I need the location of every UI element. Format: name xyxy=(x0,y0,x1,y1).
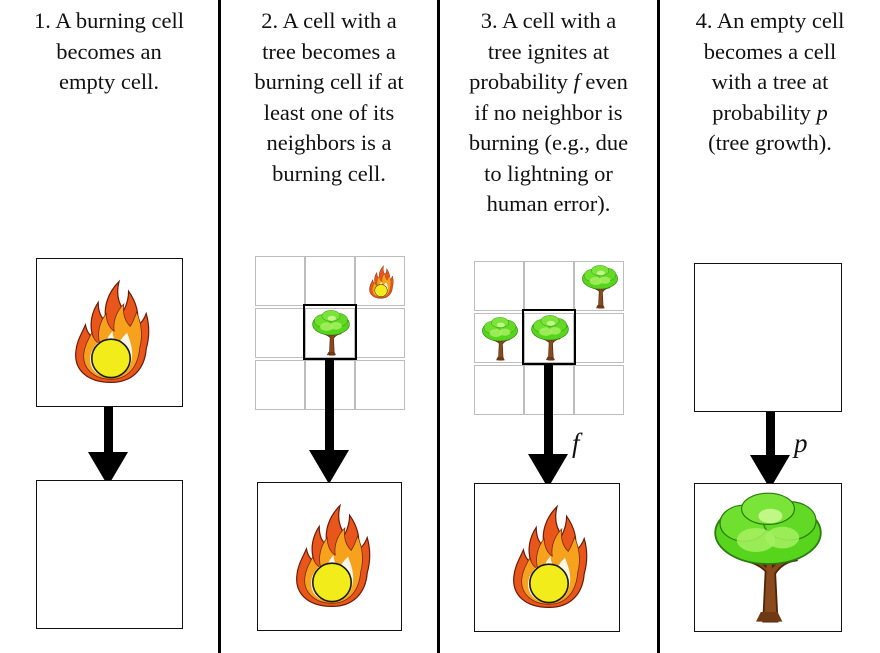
grid-cell xyxy=(305,256,355,306)
variable-f: f xyxy=(573,69,580,94)
rule-3-text: 3. A cell with a tree ignites at probabi… xyxy=(440,6,657,220)
arrow-shaft xyxy=(104,407,113,457)
rule-2-line: least one of its xyxy=(263,99,395,125)
rule-column-3: 3. A cell with a tree ignites at probabi… xyxy=(440,0,657,653)
rule-4-line: becomes a cell xyxy=(703,38,837,64)
rule-3-line: human error). xyxy=(486,191,611,216)
rule-2-line: 2. A cell with a xyxy=(261,8,397,33)
rule-4-line: with a tree at xyxy=(711,69,829,94)
rule-2-text: 2. A cell with a tree becomes a burning … xyxy=(221,6,437,189)
rule-2-line: neighbors is a xyxy=(266,130,392,155)
rule-3-line: probability f even xyxy=(440,67,657,98)
grid-cell xyxy=(574,313,624,363)
rule-3-line: burning (e.g., due xyxy=(468,130,629,155)
rule-3-line: if no neighbor is xyxy=(474,99,623,125)
variable-p: p xyxy=(816,99,828,125)
rule-4-line: 4. An empty cell xyxy=(695,8,845,33)
tree-icon xyxy=(707,492,829,624)
rule-column-2: 2. A cell with a tree becomes a burning … xyxy=(221,0,437,653)
grid-cell xyxy=(474,365,524,415)
column-divider-1 xyxy=(218,0,221,653)
rule-3-line: 3. A cell with a xyxy=(480,8,617,33)
fire-icon xyxy=(509,490,589,624)
fire-icon xyxy=(71,265,151,399)
tree-icon xyxy=(528,315,572,361)
arrow-shaft xyxy=(766,412,775,459)
grid-cell xyxy=(255,308,305,358)
grid-cell xyxy=(255,360,305,410)
rule-2-line: burning cell if at xyxy=(254,69,404,94)
rule-4-line: (tree growth). xyxy=(708,130,832,155)
probability-p-label: p xyxy=(794,428,808,458)
grid-cell xyxy=(474,261,524,311)
grid-cell xyxy=(255,256,305,306)
rule-3-text-post: even xyxy=(579,69,628,94)
after-cell-tree xyxy=(694,483,842,632)
grid-cell xyxy=(355,360,405,410)
after-cell-burning xyxy=(257,482,402,631)
tree-icon xyxy=(479,317,521,361)
grid-cell xyxy=(574,365,624,415)
grid-cell-burning-neighbor xyxy=(355,256,405,306)
tree-icon xyxy=(579,265,621,309)
grid-cell-tree-neighbor xyxy=(574,261,624,311)
arrow-shaft xyxy=(325,360,334,454)
after-cell-burning xyxy=(474,483,620,632)
column-divider-3 xyxy=(657,0,660,653)
fire-icon xyxy=(292,489,372,623)
rule-4-text-pre: probability xyxy=(712,99,817,125)
rule-1-line: 1. A burning cell xyxy=(34,8,184,33)
rule-column-4: 4. An empty cell becomes a cell with a t… xyxy=(660,0,880,653)
rule-column-1: 1. A burning cell becomes an empty cell. xyxy=(0,0,218,653)
grid-cell xyxy=(355,308,405,358)
arrow-shaft xyxy=(544,365,553,458)
probability-f-label: f xyxy=(572,428,580,458)
grid-cell-tree-neighbor xyxy=(474,313,524,363)
grid-cell xyxy=(524,261,574,311)
arrow-head xyxy=(528,454,568,488)
rule-1-text: 1. A burning cell becomes an empty cell. xyxy=(0,6,218,98)
focus-cell-tree xyxy=(303,304,357,360)
rule-2-line: burning cell. xyxy=(272,160,386,186)
after-cell-empty xyxy=(36,480,183,629)
before-cell-burning xyxy=(36,258,183,407)
rule-4-line: probability p xyxy=(660,98,880,129)
rule-1-line: becomes an xyxy=(56,38,162,64)
rule-3-line: to lightning or xyxy=(484,160,613,186)
rule-4-text: 4. An empty cell becomes a cell with a t… xyxy=(660,6,880,159)
focus-cell-tree xyxy=(522,309,576,365)
rule-3-line: tree ignites at xyxy=(487,38,610,64)
fire-icon xyxy=(368,261,394,303)
rule-3-text-pre: probability xyxy=(469,69,574,94)
tree-icon xyxy=(309,310,353,356)
column-divider-2 xyxy=(437,0,440,653)
arrow-head xyxy=(309,450,349,484)
rule-1-line: empty cell. xyxy=(59,69,159,94)
before-cell-empty xyxy=(694,263,842,412)
rule-2-line: tree becomes a xyxy=(262,38,396,64)
